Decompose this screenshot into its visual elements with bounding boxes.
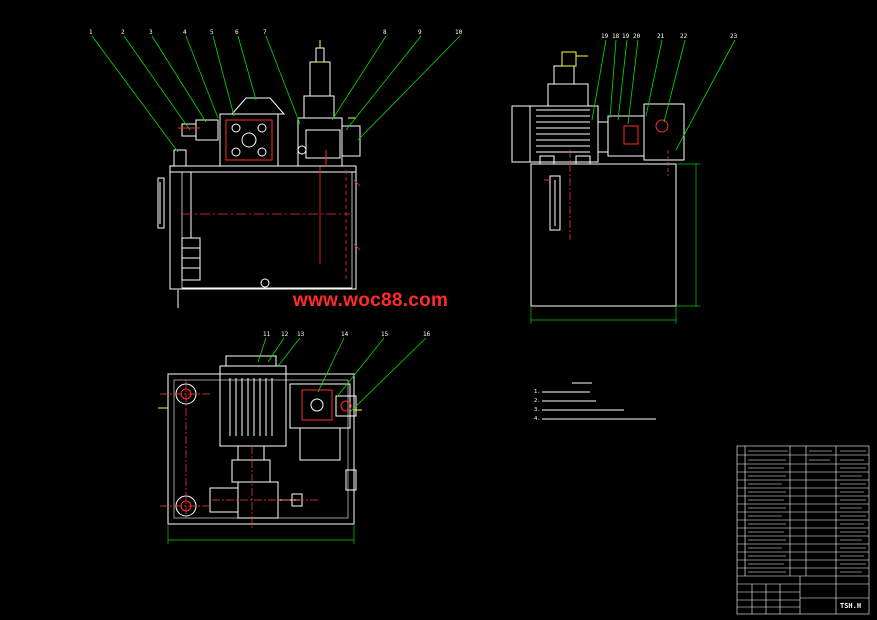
balloon-8: 8 xyxy=(383,29,387,36)
balloon-1: 1 xyxy=(89,29,93,36)
balloon-13: 13 xyxy=(297,331,305,338)
balloon-14: 14 xyxy=(341,331,349,338)
balloon-2: 2 xyxy=(121,29,125,36)
balloon-7: 7 xyxy=(263,29,267,36)
balloon-15: 15 xyxy=(381,331,389,338)
balloon-19a: 19 xyxy=(601,33,609,40)
balloon-20: 20 xyxy=(633,33,641,40)
balloon-16: 16 xyxy=(423,331,431,338)
side-balloon-leaders xyxy=(591,39,736,151)
balloon-22: 22 xyxy=(680,33,688,40)
balloon-3: 3 xyxy=(149,29,153,36)
drawing-code: TSH.H xyxy=(840,602,862,610)
top-balloon-leaders xyxy=(257,337,427,413)
title-block xyxy=(736,445,870,615)
balloon-9: 9 xyxy=(418,29,422,36)
balloon-5: 5 xyxy=(210,29,214,36)
notes-filler xyxy=(542,382,656,420)
balloon-18: 18 xyxy=(612,33,620,40)
top-dimensions xyxy=(167,524,355,544)
balloon-19b: 19 xyxy=(622,33,630,40)
side-dimensions xyxy=(530,163,700,324)
balloon-12: 12 xyxy=(281,331,289,338)
balloon-6: 6 xyxy=(235,29,239,36)
note-line-4: 4. xyxy=(534,416,541,422)
bom-filler-text xyxy=(748,450,866,573)
front-view xyxy=(157,40,361,308)
side-balloon-labels: 19 18 19 20 21 22 23 xyxy=(601,33,738,40)
balloon-10: 10 xyxy=(455,29,463,36)
balloon-11: 11 xyxy=(263,331,271,338)
side-view xyxy=(511,51,685,307)
front-balloon-leaders xyxy=(91,35,461,153)
front-balloon-labels: 1 2 3 4 5 6 7 8 9 10 xyxy=(89,29,463,36)
balloon-4: 4 xyxy=(183,29,187,36)
top-view xyxy=(158,355,362,530)
note-line-1: 1. xyxy=(534,389,541,395)
watermark-text: www.woc88.com xyxy=(293,290,449,311)
top-balloon-labels: 11 12 13 14 15 16 xyxy=(263,331,431,338)
balloon-23: 23 xyxy=(730,33,738,40)
note-line-3: 3. xyxy=(534,407,541,413)
balloon-21: 21 xyxy=(657,33,665,40)
note-line-2: 2. xyxy=(534,398,541,404)
